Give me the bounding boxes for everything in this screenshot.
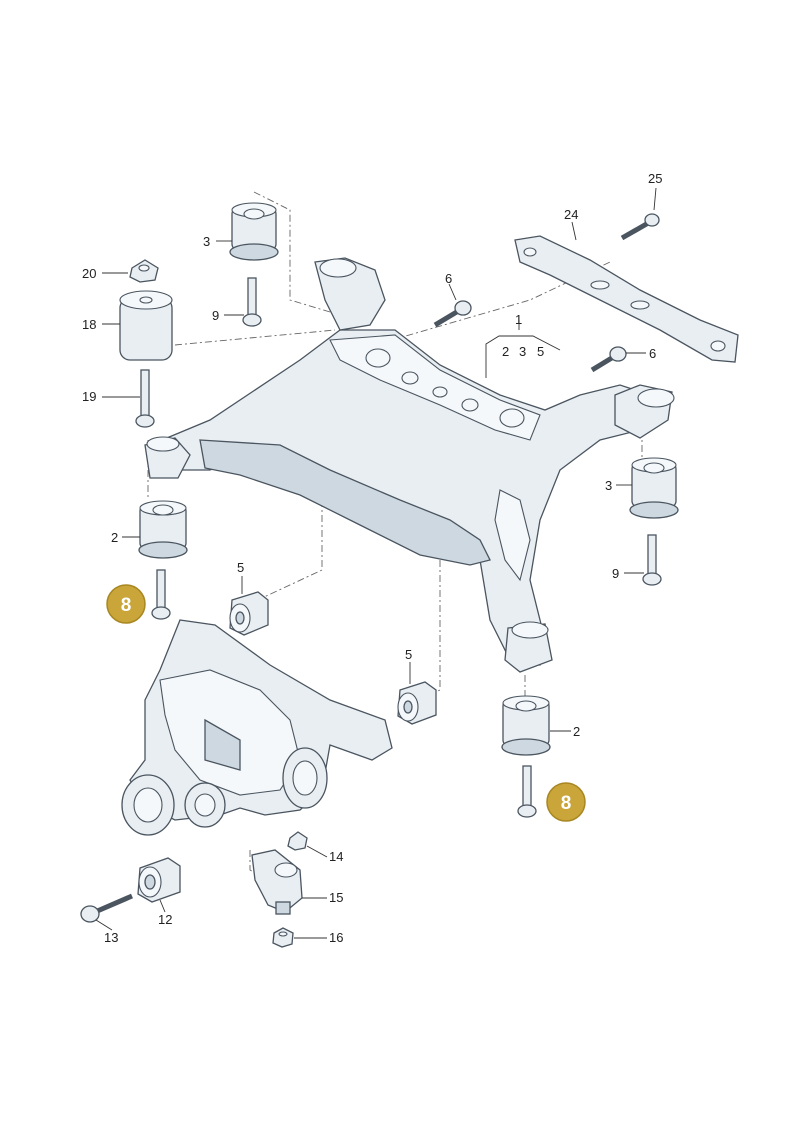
bolt-9-upper bbox=[242, 277, 262, 327]
bracket-15 bbox=[251, 849, 303, 915]
cross-brace-24 bbox=[514, 235, 739, 363]
nut-16 bbox=[272, 927, 294, 948]
bolt-25 bbox=[620, 213, 660, 241]
bolt-6-right bbox=[590, 346, 627, 373]
badge-8-left: 8 bbox=[106, 584, 146, 624]
bolt-8-right bbox=[517, 765, 537, 818]
part-labels: 3 20 18 19 9 6 25 24 1 2 3 5 6 3 9 2 5 5… bbox=[82, 171, 662, 945]
label-15: 15 bbox=[329, 890, 343, 905]
label-9-upper: 9 bbox=[212, 308, 219, 323]
label-6-upper: 6 bbox=[445, 271, 452, 286]
label-18: 18 bbox=[82, 317, 96, 332]
bolt-19 bbox=[135, 369, 155, 428]
nut-14 bbox=[287, 831, 308, 851]
label-3-upper: 3 bbox=[203, 234, 210, 249]
nut-20 bbox=[129, 259, 159, 283]
bolt-8-left bbox=[151, 569, 171, 620]
label-13: 13 bbox=[104, 930, 118, 945]
label-16: 16 bbox=[329, 930, 343, 945]
damper-18 bbox=[119, 290, 173, 361]
label-5-right: 5 bbox=[405, 647, 412, 662]
bush-2-left bbox=[138, 500, 188, 559]
label-12: 12 bbox=[158, 912, 172, 927]
mount-3-upper bbox=[229, 202, 279, 261]
label-6-right: 6 bbox=[649, 346, 656, 361]
bolt-6-left bbox=[433, 300, 472, 328]
bolt-13 bbox=[80, 893, 133, 923]
mount-3-right bbox=[629, 457, 679, 519]
badge-8-right: 8 bbox=[546, 782, 586, 822]
label-1: 1 bbox=[515, 312, 522, 327]
bush-12 bbox=[137, 857, 181, 903]
label-3-group: 3 bbox=[519, 344, 526, 359]
label-24: 24 bbox=[564, 207, 578, 222]
leader-lines bbox=[95, 187, 657, 939]
label-2-group: 2 bbox=[502, 344, 509, 359]
label-14: 14 bbox=[329, 849, 343, 864]
badge-8-right-text: 8 bbox=[561, 793, 572, 814]
label-3-right: 3 bbox=[605, 478, 612, 493]
label-2-right: 2 bbox=[573, 724, 580, 739]
rear-differential bbox=[121, 619, 393, 836]
label-20: 20 bbox=[82, 266, 96, 281]
bolt-9-right bbox=[642, 534, 662, 586]
label-5-left: 5 bbox=[237, 560, 244, 575]
label-25: 25 bbox=[648, 171, 662, 186]
rear-subframe bbox=[144, 257, 675, 673]
label-9-right: 9 bbox=[612, 566, 619, 581]
label-2-left: 2 bbox=[111, 530, 118, 545]
label-19: 19 bbox=[82, 389, 96, 404]
bush-5-right bbox=[397, 681, 437, 725]
bush-2-right bbox=[501, 695, 551, 756]
label-5-group: 5 bbox=[537, 344, 544, 359]
bush-5-left bbox=[229, 591, 269, 636]
badge-8-left-text: 8 bbox=[121, 595, 132, 616]
